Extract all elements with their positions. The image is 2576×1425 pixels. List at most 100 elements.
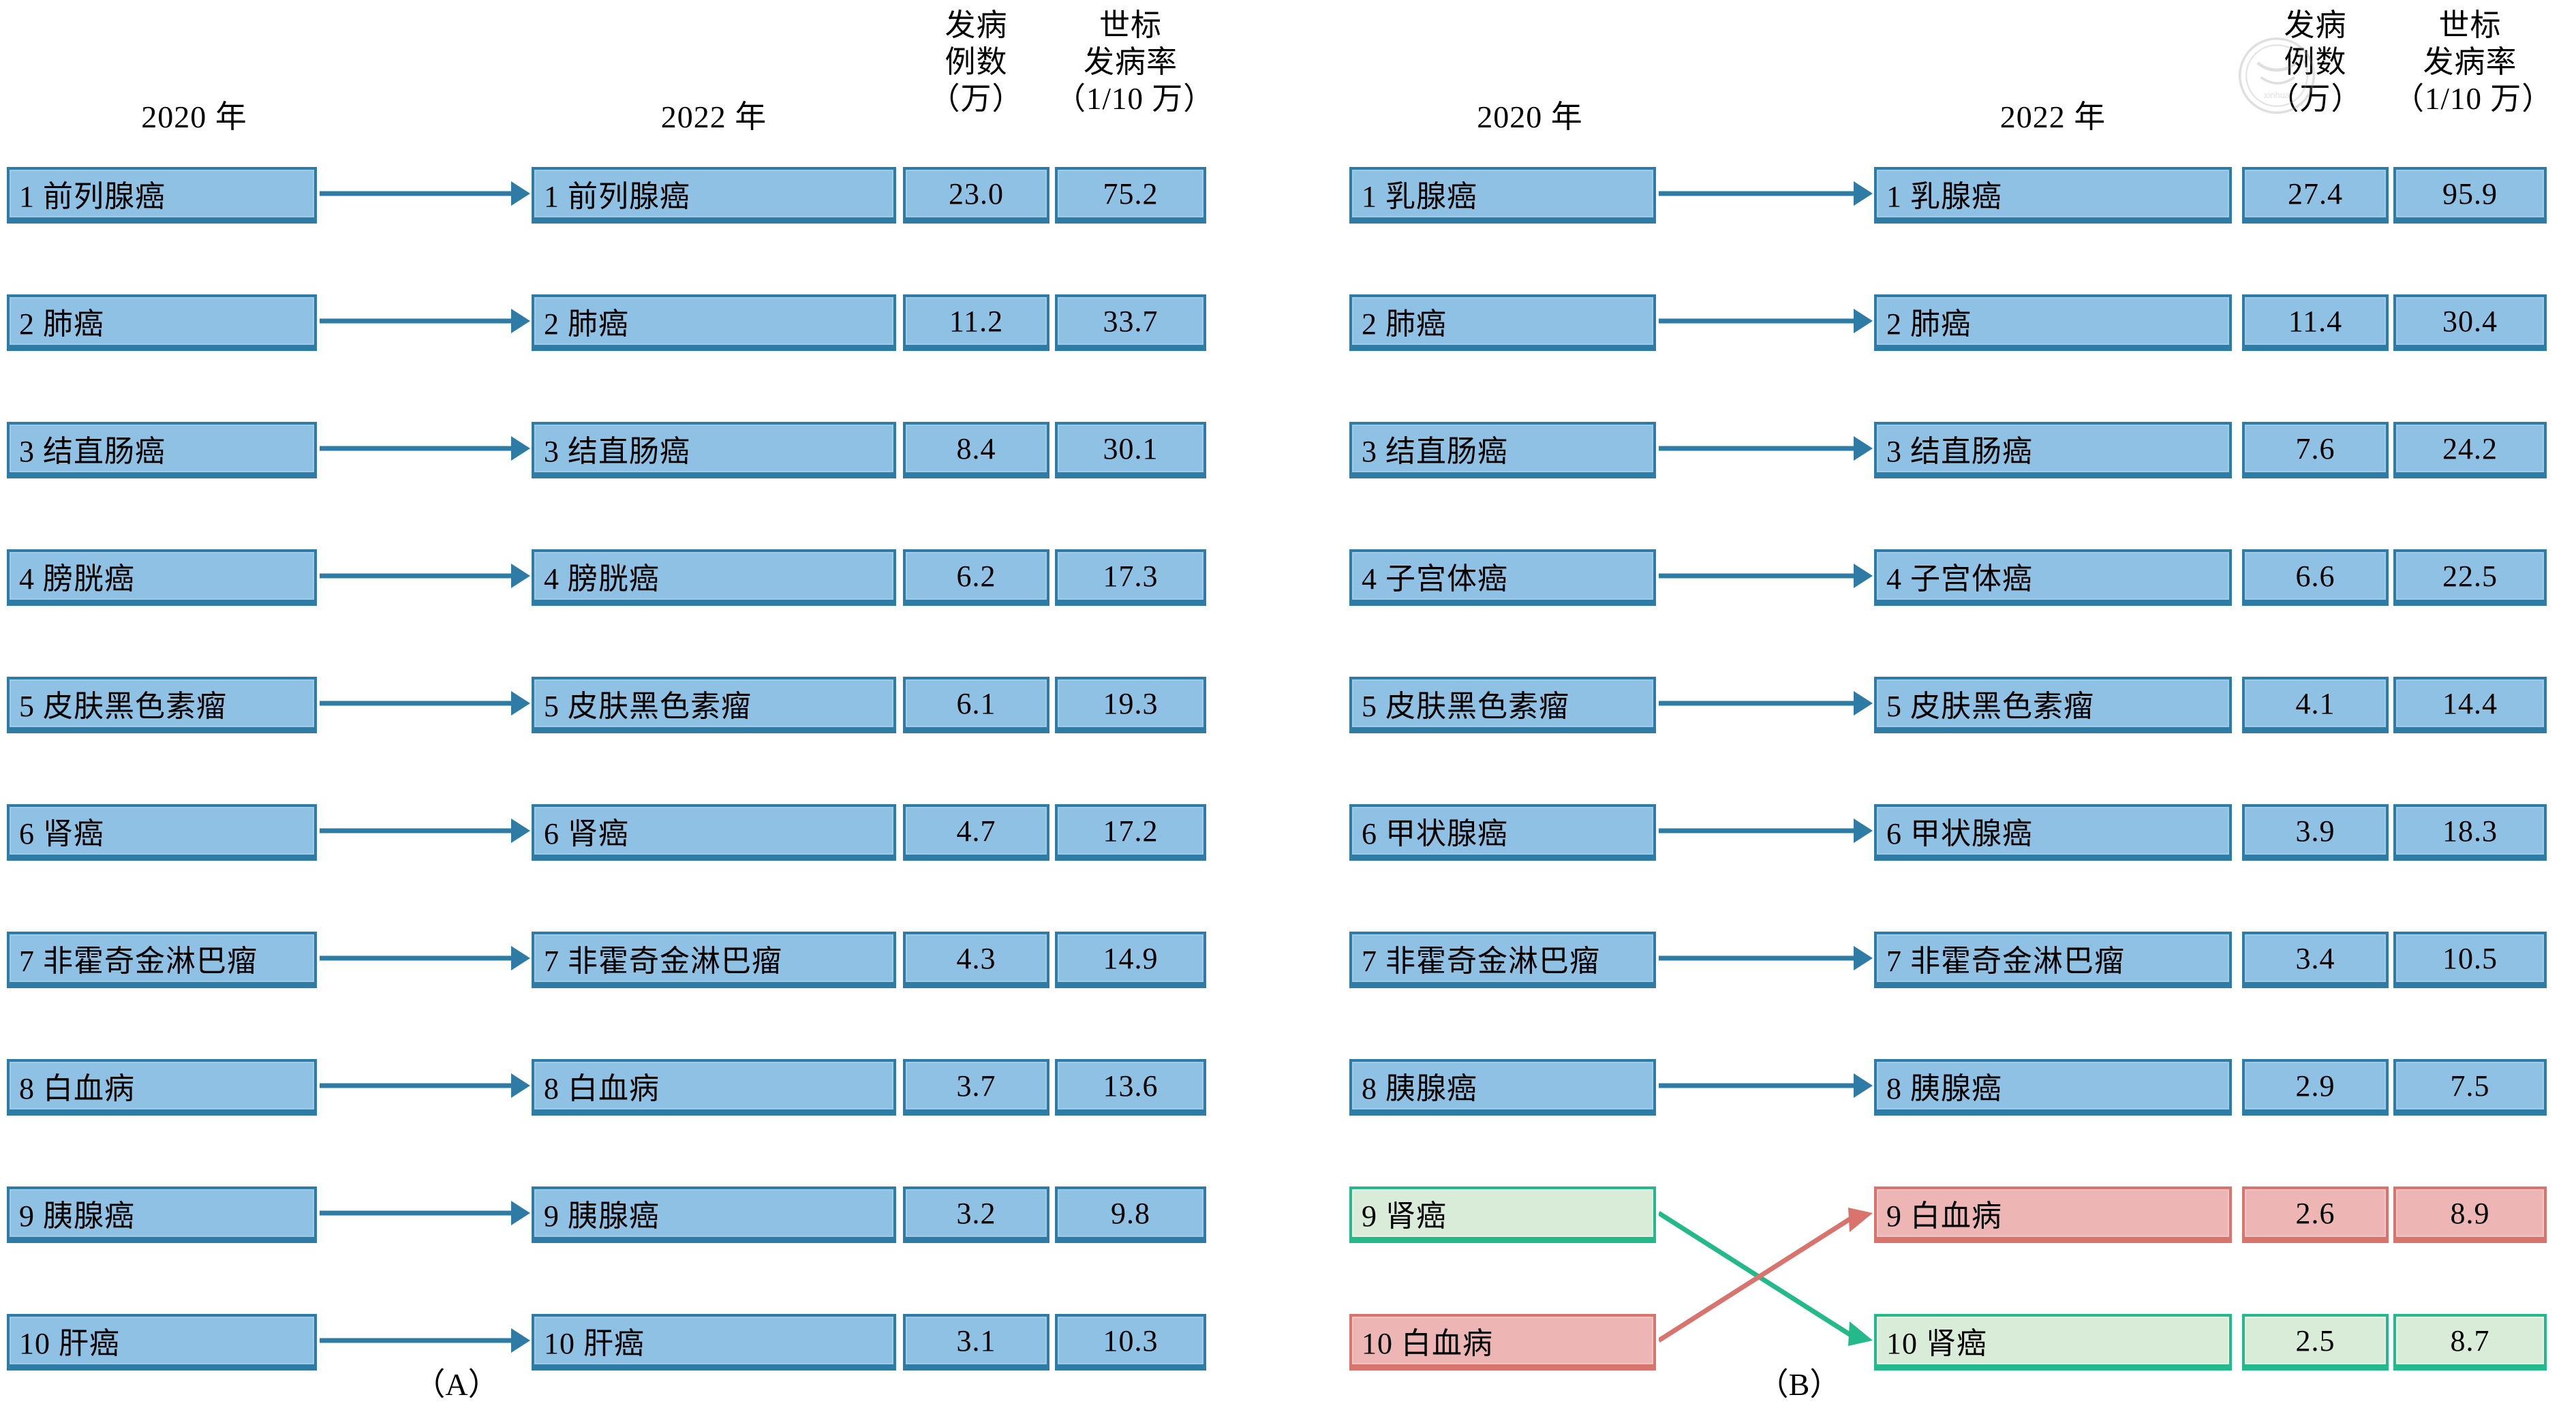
panel-a: 2020 年 2022 年 发病 例数 （万） 世标 发病率 （1/10 万） … [7,7,1215,1402]
arrow-rank-6 [320,803,530,857]
box-2020-rank-10[interactable]: 10 肝癌 [7,1314,317,1367]
arrow-rank-9 [320,1186,530,1239]
box-asr-rank-9: 8.9 [2393,1186,2547,1240]
box-2020-rank-6[interactable]: 6 肾癌 [7,804,317,857]
arrow-rank-3 [320,421,530,474]
box-2022-rank-4[interactable]: 4 子宫体癌 [1874,549,2232,602]
box-cases-rank-7: 3.4 [2242,932,2389,985]
header-cases-a: 发病 例数 （万） [903,7,1049,117]
box-asr-rank-10: 10.3 [1055,1314,1206,1367]
box-2020-rank-2[interactable]: 2 肺癌 [1349,294,1656,348]
box-2020-rank-2[interactable]: 2 肺癌 [7,294,317,348]
box-asr-rank-6: 18.3 [2393,804,2547,857]
box-2020-rank-9[interactable]: 9 胰腺癌 [7,1186,317,1240]
box-2022-rank-1[interactable]: 1 前列腺癌 [532,167,896,220]
box-2020-rank-8[interactable]: 8 白血病 [7,1059,317,1112]
arrow-rank-4 [320,549,530,602]
box-cases-rank-10: 3.1 [903,1314,1049,1367]
box-2022-rank-7[interactable]: 7 非霍奇金淋巴瘤 [532,932,896,985]
box-cases-rank-7: 4.3 [903,932,1049,985]
box-2020-rank-4[interactable]: 4 子宫体癌 [1349,549,1656,602]
box-2022-rank-8[interactable]: 8 胰腺癌 [1874,1059,2232,1112]
box-2020-rank-1[interactable]: 1 乳腺癌 [1349,167,1656,220]
box-cases-rank-4: 6.6 [2242,549,2389,602]
header-year-2022-b: 2022 年 [1999,99,2106,134]
box-2020-rank-7[interactable]: 7 非霍奇金淋巴瘤 [1349,932,1656,985]
arrow-rank-10 [320,1313,530,1366]
box-2022-rank-6[interactable]: 6 甲状腺癌 [1874,804,2232,857]
arrow-rank-2 [1659,294,1873,347]
box-cases-rank-3: 7.6 [2242,422,2389,475]
box-asr-rank-9: 9.8 [1055,1186,1206,1240]
box-2020-rank-3[interactable]: 3 结直肠癌 [1349,422,1656,475]
box-2020-rank-7[interactable]: 7 非霍奇金淋巴瘤 [7,932,317,985]
box-asr-rank-5: 14.4 [2393,677,2547,730]
header-asr-line2: 发病率 [2423,45,2517,79]
box-asr-rank-7: 14.9 [1055,932,1206,985]
arrow-rank-5 [1659,676,1873,729]
box-cases-rank-5: 4.1 [2242,677,2389,730]
cross-arrows-group [1657,1172,1873,1381]
header-asr-line2: 发病率 [1083,45,1178,79]
panel-b-caption: （B） [1757,1367,1841,1402]
box-2022-rank-8[interactable]: 8 白血病 [532,1059,896,1112]
arrow-rank-4 [1659,549,1873,602]
box-2022-rank-2[interactable]: 2 肺癌 [532,294,896,348]
header-asr-a: 世标 发病率 （1/10 万） [1055,7,1215,117]
box-2022-rank-9[interactable]: 9 白血病 [1874,1186,2232,1240]
box-2022-rank-1[interactable]: 1 乳腺癌 [1874,167,2232,220]
box-cases-rank-10: 2.5 [2242,1314,2389,1367]
box-2020-rank-5[interactable]: 5 皮肤黑色素瘤 [7,677,317,730]
arrow-rank-5 [320,676,530,729]
arrow-rank-1 [320,166,530,219]
box-2020-rank-9[interactable]: 9 肾癌 [1349,1186,1656,1240]
header-cases-line1: 发病 [2284,8,2347,42]
box-2022-rank-10[interactable]: 10 肾癌 [1874,1314,2232,1367]
box-2022-rank-9[interactable]: 9 胰腺癌 [532,1186,896,1240]
header-year-2022-a: 2022 年 [660,99,767,134]
box-2020-rank-1[interactable]: 1 前列腺癌 [7,167,317,220]
header-cases-line2: 例数 [945,45,1008,79]
box-asr-rank-8: 7.5 [2393,1059,2547,1112]
box-asr-rank-10: 8.7 [2393,1314,2547,1367]
box-2022-rank-10[interactable]: 10 肝癌 [532,1314,896,1367]
header-asr-line1: 世标 [2438,8,2502,42]
header-asr-line3: （1/10 万） [2393,82,2554,116]
box-asr-rank-4: 22.5 [2393,549,2547,602]
box-asr-rank-1: 75.2 [1055,167,1206,220]
box-2020-rank-10[interactable]: 10 白血病 [1349,1314,1656,1367]
panel-a-caption: （A） [414,1367,500,1402]
box-2022-rank-4[interactable]: 4 膀胱癌 [532,549,896,602]
box-2022-rank-5[interactable]: 5 皮肤黑色素瘤 [532,677,896,730]
box-2020-rank-5[interactable]: 5 皮肤黑色素瘤 [1349,677,1656,730]
box-2022-rank-2[interactable]: 2 肺癌 [1874,294,2232,348]
box-2022-rank-3[interactable]: 3 结直肠癌 [532,422,896,475]
box-asr-rank-6: 17.2 [1055,804,1206,857]
box-cases-rank-2: 11.2 [903,294,1049,348]
box-2020-rank-4[interactable]: 4 膀胱癌 [7,549,317,602]
box-2020-rank-8[interactable]: 8 胰腺癌 [1349,1059,1656,1112]
box-2020-rank-6[interactable]: 6 甲状腺癌 [1349,804,1656,857]
arrow-rank-3 [1659,421,1873,474]
box-asr-rank-5: 19.3 [1055,677,1206,730]
box-cases-rank-2: 11.4 [2242,294,2389,348]
header-cases-line2: 例数 [2284,45,2347,79]
box-asr-rank-3: 30.1 [1055,422,1206,475]
box-asr-rank-3: 24.2 [2393,422,2547,475]
box-2022-rank-5[interactable]: 5 皮肤黑色素瘤 [1874,677,2232,730]
header-cases-line3: （万） [929,82,1024,116]
box-cases-rank-8: 3.7 [903,1059,1049,1112]
box-2022-rank-7[interactable]: 7 非霍奇金淋巴瘤 [1874,932,2232,985]
header-cases-line3: （万） [2268,82,2363,116]
panel-b: 2020 年 2022 年 发病 例数 （万） 世标 发病率 （1/10 万） … [1288,0,2576,1425]
box-2022-rank-3[interactable]: 3 结直肠癌 [1874,422,2232,475]
header-asr-line1: 世标 [1099,8,1162,42]
header-asr-line3: （1/10 万） [1055,82,1215,116]
arrow-rank-8 [1659,1058,1873,1112]
box-asr-rank-8: 13.6 [1055,1059,1206,1112]
box-2020-rank-3[interactable]: 3 结直肠癌 [7,422,317,475]
arrow-rank-7 [1659,931,1873,984]
arrow-rank-1 [1659,166,1873,219]
box-2022-rank-6[interactable]: 6 肾癌 [532,804,896,857]
